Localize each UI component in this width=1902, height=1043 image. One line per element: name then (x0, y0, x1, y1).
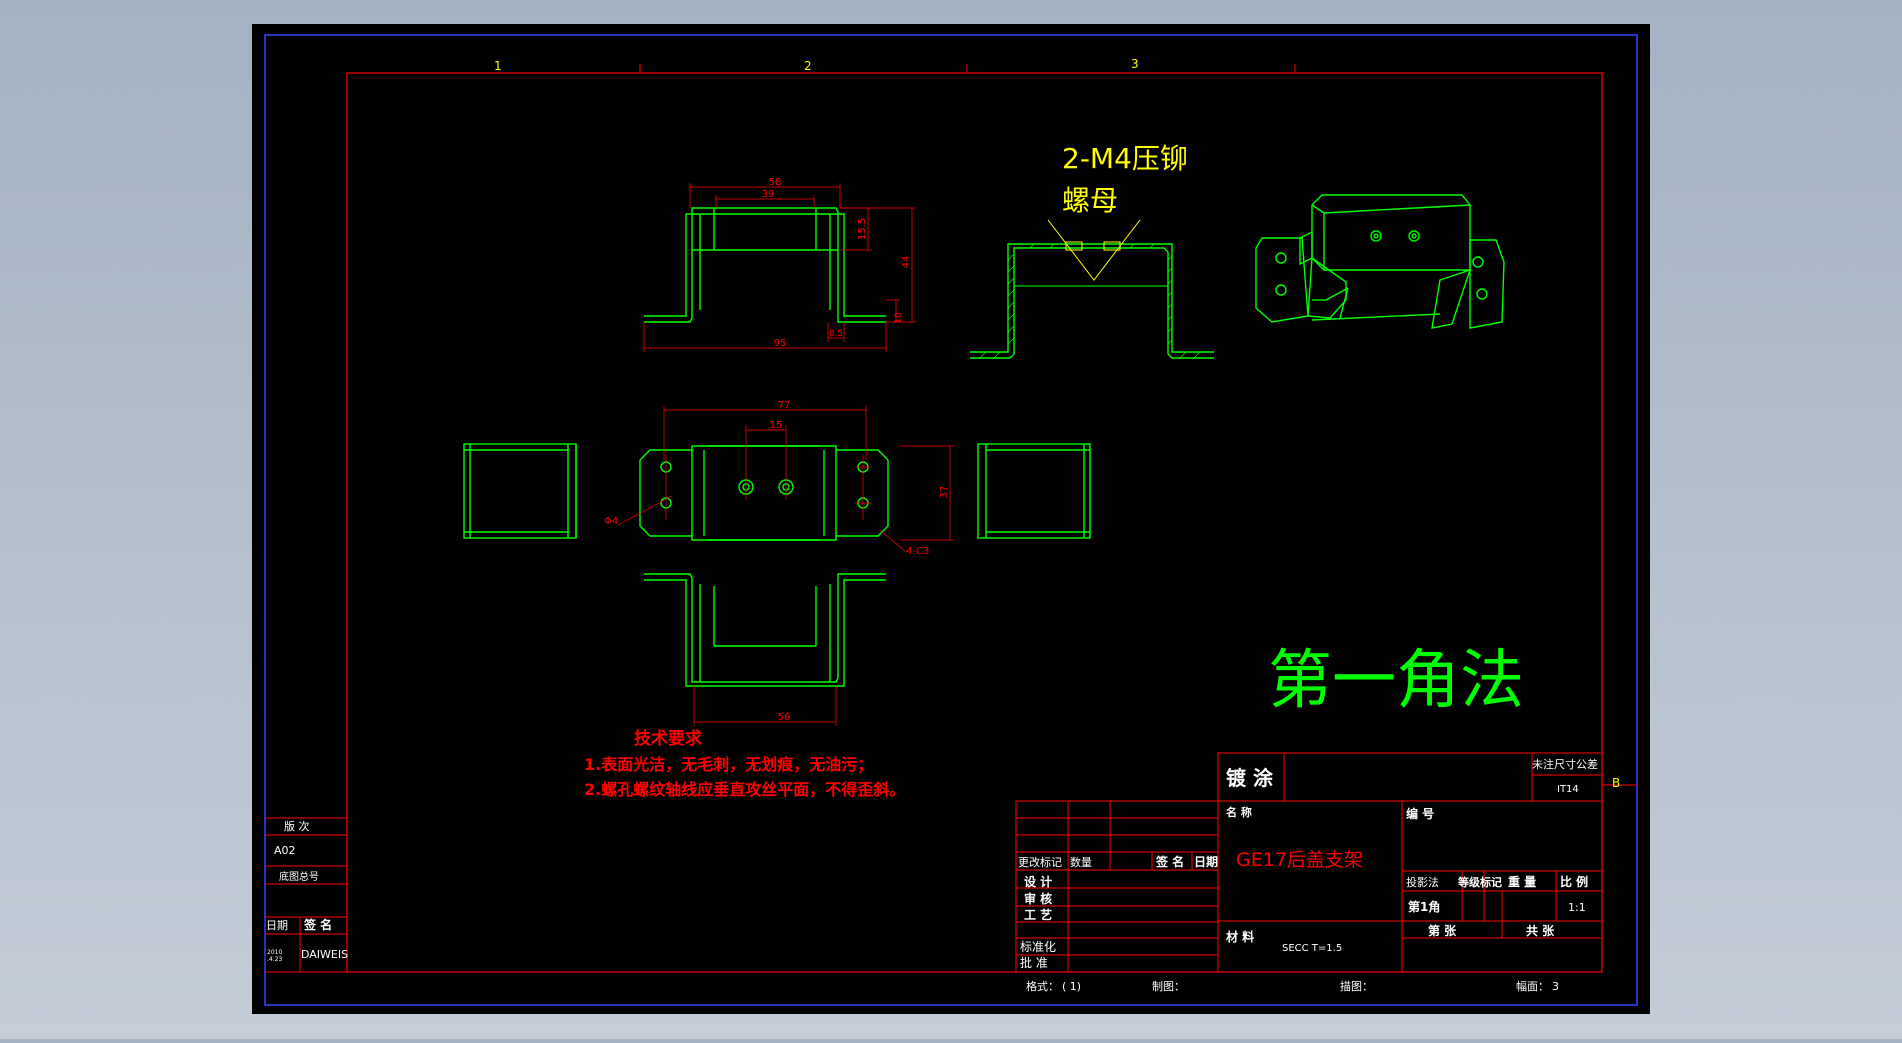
callout-nut-line2: 螺母 (1062, 184, 1118, 217)
format-value: ( 1) (1062, 980, 1081, 993)
traced-label: 描图： (1340, 979, 1373, 993)
projection-value: 第1角 (1408, 899, 1440, 914)
zone-ticks (639, 64, 1637, 786)
review-label: 审 核 (1024, 891, 1052, 906)
callout-nut-line1: 2-M4压铆 (1062, 142, 1188, 175)
dim-hole-spacing: 15 (770, 420, 783, 431)
date-label-left: 日期 (266, 919, 288, 932)
signature-value-left: DAIWEIS (301, 948, 348, 961)
scale-label: 比 例 (1560, 874, 1588, 889)
sheet-size-label: 幅面： (1516, 980, 1549, 993)
dim-hole-dia: Φ4 (604, 516, 618, 527)
zone-label-2: 2 (804, 59, 812, 73)
dim-base-h: 10 (894, 312, 904, 324)
total-sheets-label: 共 张 (1526, 923, 1555, 938)
sheet-size-value: 3 (1552, 980, 1559, 993)
date-value-left: 2010.4.23 (267, 949, 282, 963)
projection-method-title: 第一角法 (1268, 644, 1524, 718)
grade-label: 等级标记 (1457, 875, 1502, 889)
tolerance-label: 未注尺寸公差 (1532, 757, 1598, 771)
flat-pattern-view (639, 445, 889, 541)
dim-flat-h: 37 (939, 486, 950, 499)
front-view-dimensions (643, 183, 916, 352)
design-label: 设 计 (1024, 874, 1052, 889)
drawn-label: 制图： (1152, 980, 1185, 993)
change-mark-label: 更改标记 (1018, 855, 1062, 869)
outer-border (264, 34, 1638, 1006)
date-label: 日期 (1194, 854, 1218, 869)
version-label: 版 次 (284, 819, 310, 833)
material-value: SECC T=1.5 (1282, 943, 1342, 954)
zone-label-3: 3 (1131, 57, 1139, 71)
dim-bottom-w: 56 (778, 712, 791, 723)
tech-notes-title: 技术要求 (634, 728, 702, 749)
dim-chamfer: 4-C3 (906, 546, 929, 557)
tech-note-1: 1.表面光洁，无毛刺，无划痕，无油污； (584, 755, 873, 774)
zone-label-1: 1 (494, 59, 502, 73)
name-label: 名 称 (1226, 805, 1252, 819)
dim-flat-w: 77 (778, 400, 791, 411)
material-label: 材 料 (1225, 929, 1254, 944)
scale-value: 1:1 (1568, 901, 1586, 914)
part-name: GE17后盖支架 (1236, 849, 1363, 871)
section-view (970, 243, 1214, 359)
sheet-label: 第 张 (1428, 923, 1457, 938)
left-block-lines (265, 817, 347, 972)
tolerance-value: IT14 (1557, 784, 1579, 795)
front-view (644, 207, 886, 323)
dim-inner-width: 39 (762, 189, 775, 200)
process-label: 工 艺 (1024, 907, 1052, 922)
tech-note-2: 2.螺孔螺纹轴线应垂直攻丝平面，不得歪斜。 (584, 780, 905, 799)
dim-total-h: 44 (901, 256, 912, 269)
standardize-label: 标准化 (1020, 940, 1056, 954)
zone-label-b: B (1612, 776, 1620, 790)
dim-top-width: 58 (769, 177, 782, 188)
title-block-lines (1015, 752, 1603, 973)
model-canvas (252, 24, 1650, 1014)
version-value: A02 (274, 844, 296, 857)
right-side-view (977, 443, 1091, 539)
base-drawing-no-label: 底图总号 (279, 870, 319, 883)
inner-frame (346, 72, 1603, 973)
dim-overall-w: 95 (774, 338, 787, 349)
nut-leader-lines (1047, 219, 1141, 281)
left-side-view (463, 443, 577, 539)
bottom-view-dimension (693, 686, 837, 726)
bottom-view (644, 573, 886, 687)
section-hatch (979, 243, 1201, 359)
weight-label: 重 量 (1508, 874, 1536, 889)
dim-flange: 8.5 (829, 329, 843, 339)
signature-label: 签 名 (1155, 854, 1184, 869)
number-label: 编 号 (1405, 806, 1434, 821)
dim-side-h1: 15.5 (857, 218, 868, 240)
coating-label: 镀 涂 (1226, 766, 1274, 790)
approve-label: 批 准 (1020, 955, 1048, 970)
projection-label: 投影法 (1406, 875, 1439, 889)
flat-pattern-centerlines (617, 406, 954, 553)
format-label: 格式： (1026, 979, 1059, 993)
quantity-label: 数量 (1070, 856, 1092, 869)
isometric-view (1255, 194, 1505, 329)
signature-label-left: 签 名 (303, 917, 332, 932)
